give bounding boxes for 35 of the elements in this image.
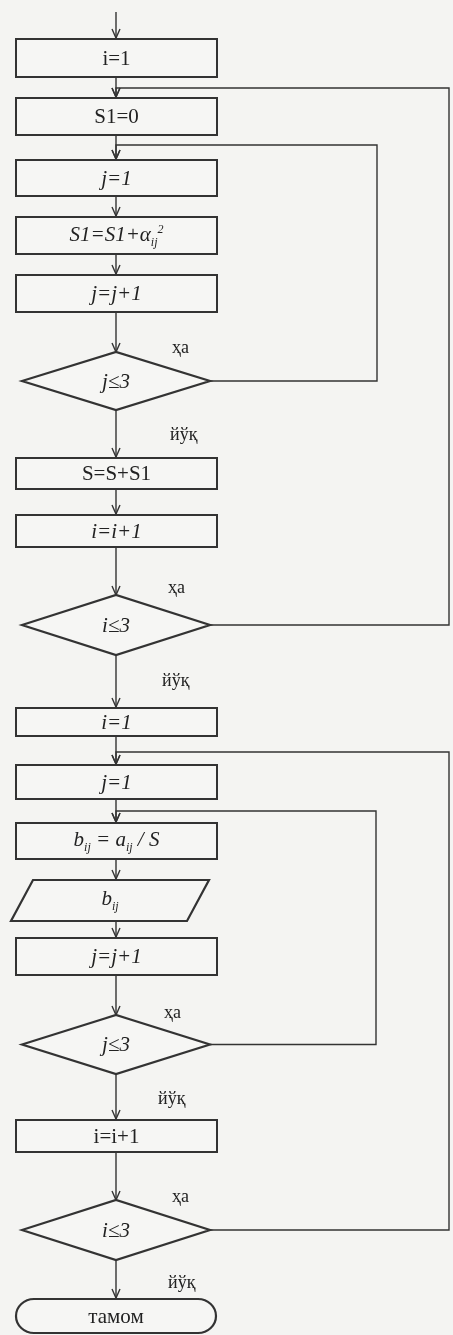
arrow bbox=[111, 654, 121, 708]
arrow bbox=[111, 196, 121, 217]
arrow bbox=[111, 144, 378, 382]
arrow bbox=[111, 859, 121, 880]
process-box: i=1 bbox=[15, 38, 218, 78]
arrow bbox=[111, 312, 121, 353]
arrow bbox=[111, 489, 121, 515]
arrow bbox=[111, 921, 121, 938]
process-box: S=S+S1 bbox=[15, 457, 218, 490]
arrow bbox=[111, 87, 450, 626]
input-output-parallelogram: b$_{ij}$ bbox=[11, 879, 209, 922]
process-box: b$_{ij}$ = a$_{ij}$ / S bbox=[15, 822, 218, 860]
edge-label: йўқ bbox=[168, 425, 200, 443]
process-box: i=1 bbox=[15, 707, 218, 737]
edge-label: йўқ bbox=[166, 1273, 198, 1291]
terminator-shape: тамом bbox=[16, 1298, 216, 1334]
arrow bbox=[111, 11, 121, 39]
edge-label: йўқ bbox=[160, 671, 192, 689]
arrow bbox=[111, 975, 121, 1016]
arrow bbox=[111, 254, 121, 275]
arrow bbox=[111, 810, 377, 1046]
process-box: i=i+1 bbox=[15, 1119, 218, 1153]
arrow bbox=[111, 409, 121, 458]
process-box: j=1 bbox=[15, 159, 218, 197]
arrow bbox=[111, 1073, 121, 1120]
arrow bbox=[111, 1259, 121, 1299]
process-box: j=1 bbox=[15, 764, 218, 800]
arrow bbox=[111, 1152, 121, 1201]
process-box: S1=0 bbox=[15, 97, 218, 136]
edge-label: йўқ bbox=[156, 1089, 188, 1107]
arrow bbox=[111, 547, 121, 596]
process-box: j=j+1 bbox=[15, 274, 218, 313]
process-box: i=i+1 bbox=[15, 514, 218, 548]
arrow bbox=[111, 751, 450, 1231]
process-box: j=j+1 bbox=[15, 937, 218, 976]
